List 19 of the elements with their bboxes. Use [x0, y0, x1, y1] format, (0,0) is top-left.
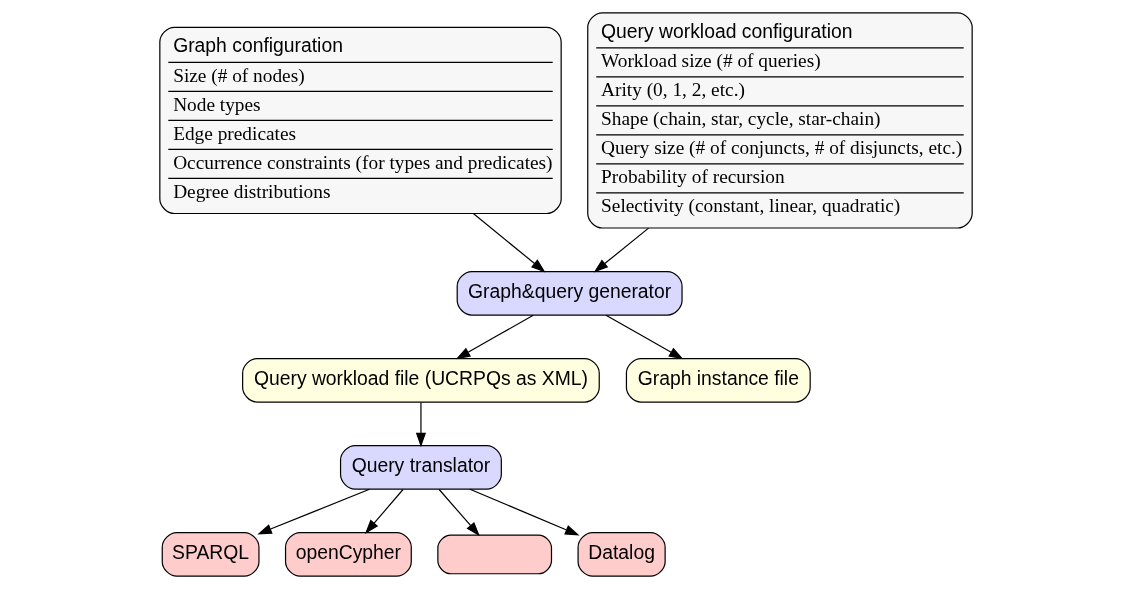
node-box: Graph&query generator	[456, 270, 683, 316]
node-box: Query translator	[339, 445, 502, 490]
arrow	[605, 314, 684, 360]
arrow	[472, 213, 546, 273]
node-box: Query workload file (UCRPQs as XML)	[242, 357, 600, 403]
arrow	[438, 488, 480, 537]
node-box: Graph configuration Size (# of nodes) Node types Edge predicates Occurrence constraints (for types and predicates) Degree distributions	[159, 26, 562, 215]
node-box: Query workload configuration Workload size (# of queries) Arity (0, 1, 2, etc.) Shape (chain, star, cycle, star-chain) Query size (# of conjuncts, # of disjuncts, etc.) Probability of recursion Selectivity (constant, linear, quadratic)	[587, 12, 973, 229]
arrow	[364, 488, 404, 534]
arrow	[593, 227, 650, 273]
arrow	[455, 314, 534, 360]
node-box: Graph instance file	[625, 357, 811, 403]
arrow	[257, 488, 371, 535]
node-box	[437, 534, 553, 575]
node-box: Datalog	[577, 532, 666, 577]
arrow	[469, 488, 580, 536]
node-box: SPARQL	[161, 532, 260, 577]
node-box: openCypher	[284, 532, 412, 577]
arrow	[415, 401, 427, 448]
